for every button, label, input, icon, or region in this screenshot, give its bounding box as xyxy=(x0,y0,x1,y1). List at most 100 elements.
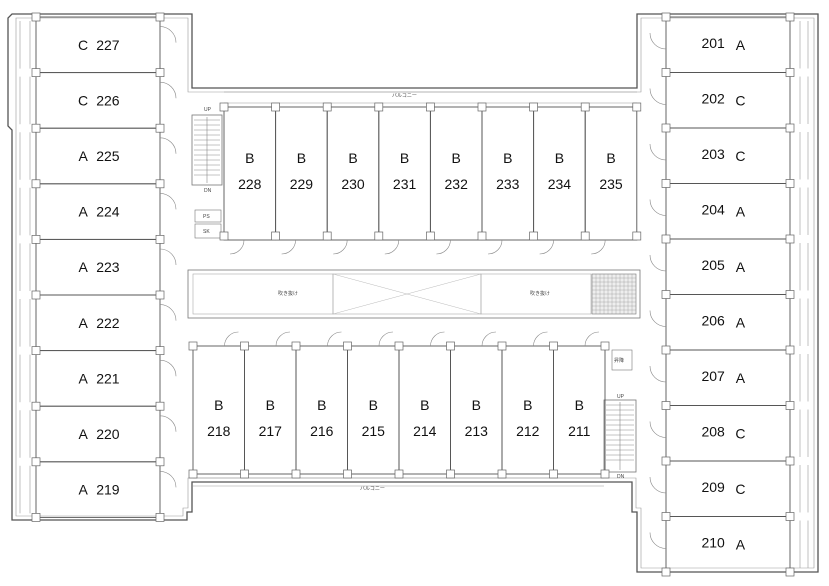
room-number: 231 xyxy=(393,176,417,192)
room-number: 232 xyxy=(445,176,469,192)
room-number: 234 xyxy=(548,176,572,192)
room-number: 233 xyxy=(496,176,520,192)
room-type: B xyxy=(266,397,275,413)
door-swing xyxy=(378,331,394,347)
room-number: 203 xyxy=(701,146,725,162)
column xyxy=(31,457,41,467)
column xyxy=(426,102,435,112)
column xyxy=(155,513,165,522)
void-label-right: 吹き抜け xyxy=(530,290,550,297)
column xyxy=(322,231,332,241)
room-number: 229 xyxy=(290,176,314,192)
door-swing xyxy=(649,143,667,161)
room-type: B xyxy=(400,150,409,166)
column xyxy=(374,102,384,112)
balcony-label-north: バルコニー xyxy=(392,93,417,99)
room-number: 216 xyxy=(310,423,334,439)
column xyxy=(394,469,404,479)
balcony-label-south: バルコニー xyxy=(360,486,385,492)
room-type: C xyxy=(735,148,745,164)
column xyxy=(600,341,610,351)
door-swing xyxy=(229,239,245,255)
column xyxy=(31,346,41,355)
door-swing xyxy=(649,532,667,549)
column xyxy=(661,567,671,577)
room-type: B xyxy=(420,397,429,413)
door-swing xyxy=(533,331,548,347)
column xyxy=(188,341,198,351)
door-swing xyxy=(649,32,667,50)
column xyxy=(219,102,229,112)
column xyxy=(785,456,795,466)
column xyxy=(661,345,671,355)
column xyxy=(31,123,41,133)
column xyxy=(31,401,41,411)
room-number: 210 xyxy=(701,534,725,550)
room-number: 224 xyxy=(96,204,120,220)
column xyxy=(785,512,795,521)
column xyxy=(661,512,671,521)
room-type: C xyxy=(735,92,745,108)
column xyxy=(785,68,795,77)
column xyxy=(661,234,671,244)
room-number: 223 xyxy=(96,259,120,275)
door-swing xyxy=(649,365,667,383)
column xyxy=(661,179,671,188)
door-swing xyxy=(281,239,296,255)
room-type: B xyxy=(575,397,584,413)
elevator-grid xyxy=(591,273,637,315)
room-type: B xyxy=(245,150,254,166)
column xyxy=(155,12,165,22)
door-swing xyxy=(327,331,342,347)
column xyxy=(31,513,41,522)
room-type: A xyxy=(78,148,88,164)
room-type: A xyxy=(736,314,746,330)
room-number: 204 xyxy=(701,201,725,217)
column xyxy=(785,290,795,299)
door-swing xyxy=(159,415,177,432)
room-number: 222 xyxy=(96,315,120,331)
room-number: 214 xyxy=(413,423,437,439)
column xyxy=(446,469,455,479)
column xyxy=(31,12,41,22)
room-number: 220 xyxy=(96,426,120,442)
room-type: A xyxy=(78,370,88,386)
column xyxy=(271,102,280,112)
door-swing xyxy=(159,26,177,43)
column xyxy=(661,456,671,466)
room-type: A xyxy=(736,259,746,275)
column xyxy=(785,234,795,244)
room-type: C xyxy=(78,92,88,108)
column xyxy=(343,341,352,351)
column xyxy=(785,345,795,355)
room-type: B xyxy=(214,397,223,413)
column xyxy=(240,469,249,479)
door-swing xyxy=(649,88,667,105)
column xyxy=(322,102,332,112)
svg-text:UP: UP xyxy=(617,394,625,400)
column xyxy=(661,12,671,22)
door-swing xyxy=(539,239,554,255)
room-type: B xyxy=(503,150,512,166)
room-number: 206 xyxy=(701,312,725,328)
column xyxy=(343,469,352,479)
room-type: B xyxy=(555,150,564,166)
room-type: A xyxy=(78,204,88,220)
door-swing xyxy=(649,476,667,494)
column xyxy=(394,341,404,351)
column xyxy=(661,290,671,299)
room-number: 221 xyxy=(96,370,120,386)
room-number: 227 xyxy=(96,37,120,53)
room-number: 207 xyxy=(701,368,725,384)
column xyxy=(155,123,165,133)
room-type: A xyxy=(736,203,746,219)
